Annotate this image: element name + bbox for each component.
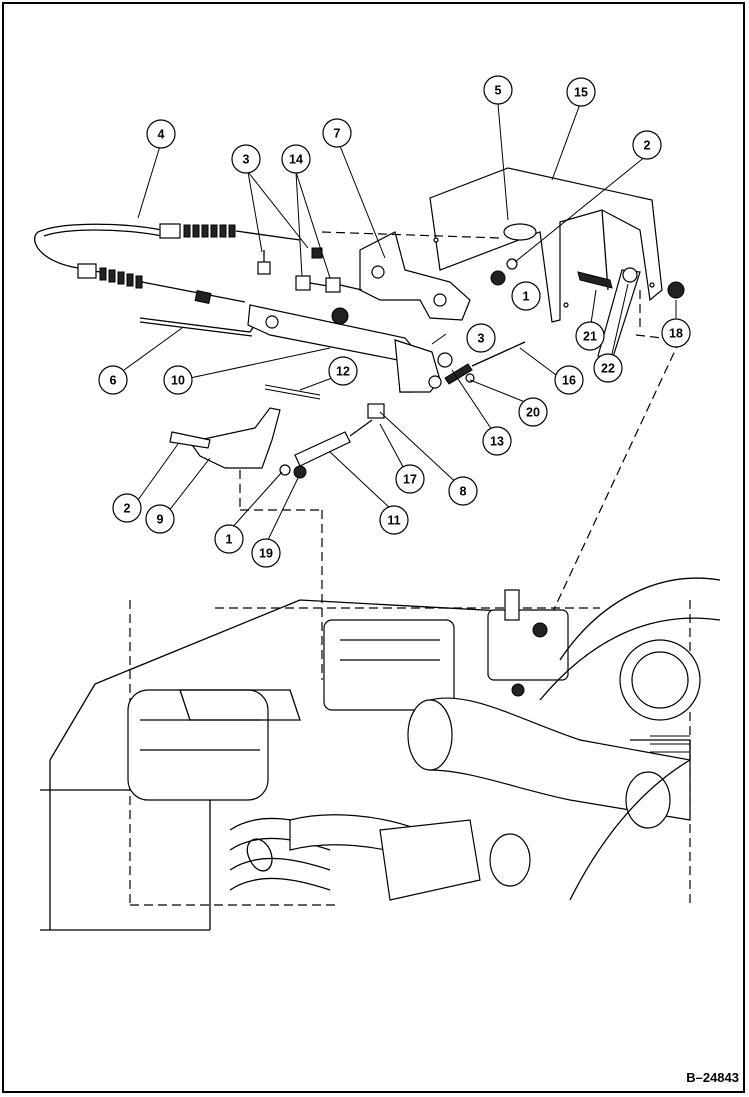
engine-assembly [40, 577, 721, 931]
callout-9-label: 9 [157, 513, 164, 527]
callout-5: 5 [483, 75, 513, 105]
springs-and-hardware [264, 258, 685, 479]
callout-12-label: 12 [336, 365, 350, 379]
callout-11: 11 [379, 505, 409, 535]
callout-7-label: 7 [334, 127, 341, 141]
assembly-guide-lines [239, 231, 681, 680]
callout-10: 10 [163, 365, 193, 395]
cover-plate [429, 167, 663, 323]
callout-3a: 3 [231, 144, 261, 174]
callout-2b-label: 2 [124, 502, 131, 516]
callout-16-label: 16 [562, 374, 576, 388]
throttle-rod [139, 290, 259, 337]
bolts [257, 247, 363, 293]
callout-22-label: 22 [601, 362, 615, 376]
callout-3a-label: 3 [243, 153, 250, 167]
callout-15: 15 [566, 77, 596, 107]
callout-15-label: 15 [574, 86, 588, 100]
throttle-cable [33, 223, 301, 303]
callout-14-label: 14 [289, 153, 303, 167]
callout-6-label: 6 [110, 374, 117, 388]
callout-6: 6 [98, 365, 128, 395]
callout-19-label: 19 [259, 547, 273, 561]
governor-bracket [169, 407, 281, 469]
callout-21-label: 21 [583, 330, 597, 344]
callout-1b: 1 [214, 524, 244, 554]
leader-lines [123, 103, 677, 545]
callout-5-label: 5 [495, 84, 502, 98]
callout-19: 19 [251, 538, 281, 568]
callout-21: 21 [575, 321, 605, 351]
figure-id: B–24843 [686, 1070, 739, 1085]
throttle-lever-plate [247, 304, 442, 393]
callout-7: 7 [322, 118, 352, 148]
callout-8: 8 [448, 476, 478, 506]
callout-4: 4 [146, 119, 176, 149]
callout-1a: 1 [511, 281, 541, 311]
callout-4-label: 4 [158, 128, 165, 142]
callout-20-label: 20 [526, 406, 540, 420]
callout-13: 13 [482, 426, 512, 456]
callout-10-label: 10 [171, 374, 185, 388]
callout-16: 16 [554, 365, 584, 395]
callout-17: 17 [395, 464, 425, 494]
callout-1a-label: 1 [523, 290, 530, 304]
callout-18: 18 [661, 318, 691, 348]
callout-12: 12 [328, 356, 358, 386]
callout-3b-label: 3 [478, 332, 485, 346]
callout-8-label: 8 [460, 485, 467, 499]
callout-17-label: 17 [403, 473, 417, 487]
callout-2b: 2 [112, 493, 142, 523]
callout-13-label: 13 [490, 435, 504, 449]
callout-14: 14 [281, 144, 311, 174]
callout-18-label: 18 [669, 327, 683, 341]
callout-2a: 2 [632, 130, 662, 160]
callout-3b: 3 [466, 323, 496, 353]
mounting-bracket [359, 231, 471, 321]
callout-2a-label: 2 [644, 139, 651, 153]
callout-1b-label: 1 [226, 533, 233, 547]
callout-11-label: 11 [387, 514, 400, 528]
callout-20: 20 [518, 397, 548, 427]
callout-22: 22 [593, 353, 623, 383]
callout-9: 9 [145, 504, 175, 534]
